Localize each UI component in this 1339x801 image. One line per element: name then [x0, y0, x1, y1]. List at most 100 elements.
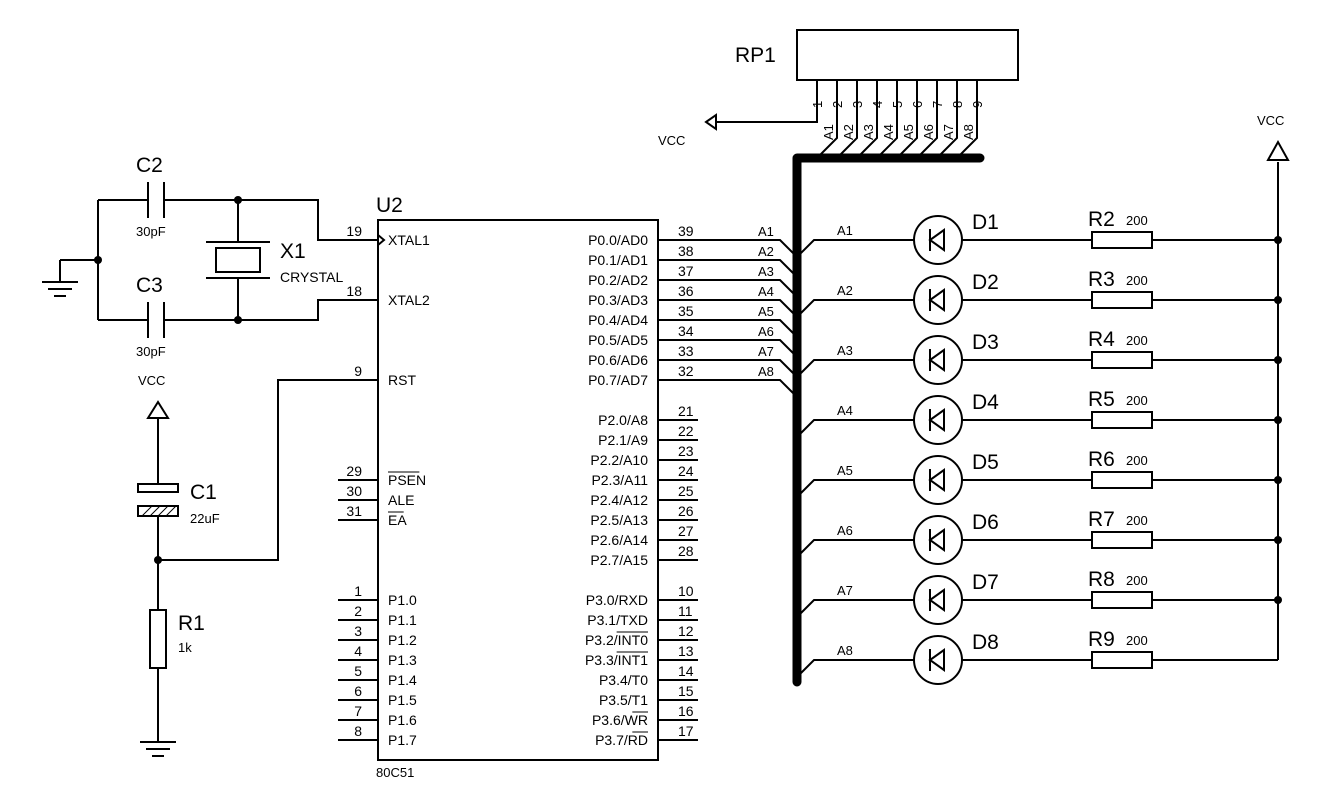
pin-number: 30 — [346, 483, 362, 499]
chip-type: 80C51 — [376, 765, 414, 780]
p0-bus-entry-a1: A1 — [658, 224, 798, 258]
pin-name: P3.2/INT0 — [585, 632, 648, 648]
net-label: A4 — [837, 403, 853, 418]
pin-number: 15 — [678, 683, 694, 699]
resistor-ref: R9 — [1088, 628, 1115, 651]
pin-number: 10 — [678, 583, 694, 599]
pin-number: 19 — [346, 223, 362, 239]
pin-number: 37 — [678, 263, 694, 279]
pin-number: 5 — [354, 663, 362, 679]
pin-name: P1.1 — [388, 612, 417, 628]
c1-ref: C1 — [190, 481, 217, 504]
pin-number: 7 — [354, 703, 362, 719]
net-label: A2 — [758, 244, 774, 259]
resistor-r3: R3 200 — [1088, 268, 1153, 309]
net-label: A2 — [841, 124, 856, 140]
pin-name: P3.6/WR — [592, 712, 648, 728]
pin-name: RST — [388, 372, 416, 388]
clock-marker-icon — [377, 234, 386, 246]
resistor-r1: R1 1k — [149, 609, 205, 669]
p0-bus-entry-a2: A2 — [658, 244, 798, 278]
net-label: A7 — [837, 583, 853, 598]
pin-name: P1.7 — [388, 732, 417, 748]
pin-number: 38 — [678, 243, 694, 259]
pin-number: 14 — [678, 663, 694, 679]
pin-name: P3.7/RD — [595, 732, 648, 748]
p0-bus-entry-a6: A6 — [658, 324, 798, 358]
net-label: A5 — [901, 124, 916, 140]
pin-name: P2.0/A8 — [598, 412, 648, 428]
resistor-ref: R3 — [1088, 268, 1115, 291]
resistor-value: 200 — [1126, 273, 1148, 288]
pin-name: P0.0/AD0 — [588, 232, 648, 248]
resistor-value: 200 — [1126, 333, 1148, 348]
resistor-r7: R7 200 — [1088, 508, 1153, 549]
led-ref: D3 — [972, 331, 999, 354]
net-label: A3 — [837, 343, 853, 358]
vcc-arrow-icon — [1266, 139, 1290, 161]
pin-name: P1.2 — [388, 632, 417, 648]
x1-ref: X1 — [280, 240, 306, 263]
pin-name: P0.2/AD2 — [588, 272, 648, 288]
pin-name: P3.1/TXD — [587, 612, 648, 628]
resistor-value: 200 — [1126, 513, 1148, 528]
pin-number: 24 — [678, 463, 694, 479]
reset-circuit: VCC C1 22uF R1 1k — [137, 373, 378, 757]
net-label: A1 — [758, 224, 774, 239]
pin-name: P2.5/A13 — [590, 512, 648, 528]
led-ref: D7 — [972, 571, 999, 594]
net-label: A8 — [961, 124, 976, 140]
pin-name: P3.0/RXD — [586, 592, 648, 608]
net-label: A4 — [881, 124, 896, 140]
pin-name: P2.4/A12 — [590, 492, 648, 508]
capacitor-c3: C3 30pF — [136, 274, 166, 359]
capacitor-c2: C2 30pF — [136, 154, 166, 239]
c2-value: 30pF — [136, 224, 166, 239]
pin-number: 4 — [354, 643, 362, 659]
u2-pin-p10: 1P1.0 — [338, 583, 417, 608]
led-ref: D8 — [972, 631, 999, 654]
p0-bus-entry-a3: A3 — [658, 264, 798, 298]
pin-number: 13 — [678, 643, 694, 659]
resistor-ref: R7 — [1088, 508, 1115, 531]
rp1-pin-3: 3A2 — [838, 80, 865, 157]
pin-name: XTAL2 — [388, 292, 430, 308]
pin-name: PSEN — [388, 472, 426, 488]
u2-pin-p11: 2P1.1 — [338, 603, 417, 628]
led-d3: D3 — [913, 331, 999, 385]
pin-name: P2.7/A15 — [590, 552, 648, 568]
pin-number: 12 — [678, 623, 694, 639]
microcontroller-u2: U2 80C51 19XTAL118XTAL29RST29PSEN30ALE31… — [338, 194, 698, 780]
net-label: A3 — [861, 124, 876, 140]
led-d2: D2 — [913, 271, 999, 325]
led-d5: D5 — [913, 451, 999, 505]
u2-pin-p12: 3P1.2 — [338, 623, 417, 648]
pin-name: P2.6/A14 — [590, 532, 648, 548]
net-label: A3 — [758, 264, 774, 279]
net-label: A5 — [758, 304, 774, 319]
led-ref: D4 — [972, 391, 999, 414]
led-ref: D2 — [972, 271, 999, 294]
pin-number: 1 — [354, 583, 362, 599]
u2-pin-p14: 5P1.4 — [338, 663, 417, 688]
rp1-pin-2: 2A1 — [818, 80, 845, 157]
